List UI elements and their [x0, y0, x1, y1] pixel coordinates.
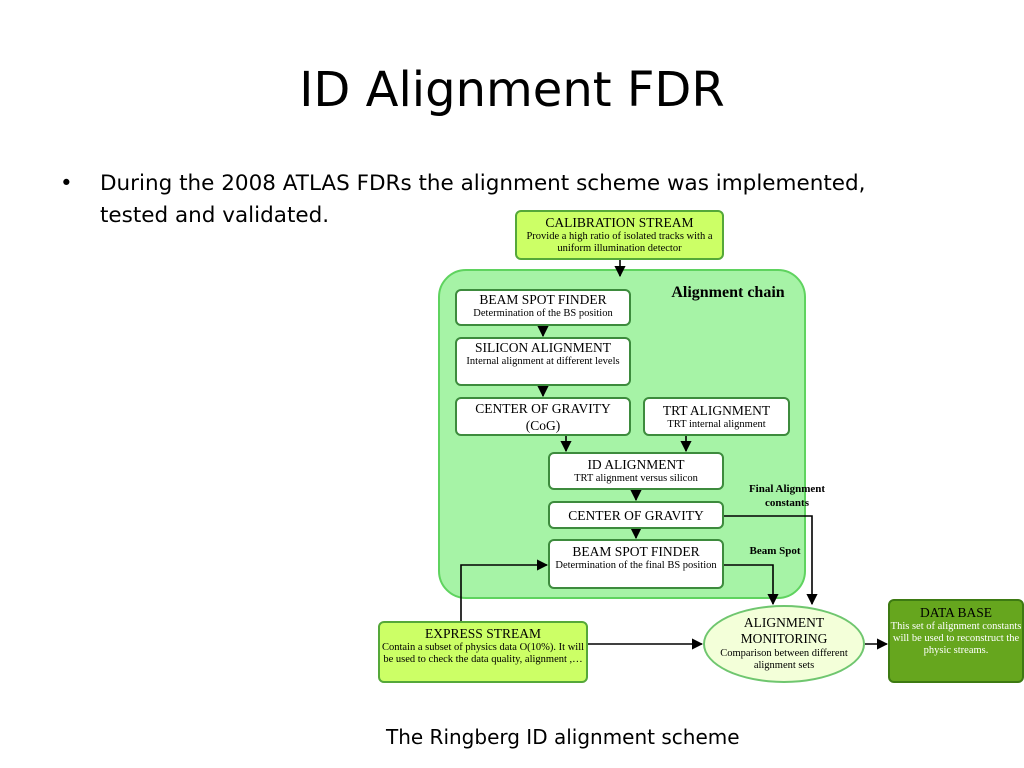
id-alignment-box: ID ALIGNMENT TRT alignment versus silico…	[548, 452, 724, 490]
beam-spot-finder-final-box: BEAM SPOT FINDER Determination of the fi…	[548, 539, 724, 589]
alignment-monitoring-title: ALIGNMENT MONITORING	[740, 615, 828, 646]
alignment-chain-label: Alignment chain	[671, 284, 785, 301]
silicon-alignment-box: SILICON ALIGNMENT Internal alignment at …	[455, 337, 631, 386]
database-box: DATA BASE This set of alignment constant…	[888, 599, 1024, 683]
trt-alignment-box: TRT ALIGNMENT TRT internal alignment	[643, 397, 790, 436]
trt-alignment-title: TRT ALIGNMENT	[662, 403, 771, 418]
calibration-stream-box: CALIBRATION STREAM Provide a high ratio …	[515, 210, 724, 260]
alignment-monitoring-desc: Comparison between different alignment s…	[720, 648, 848, 671]
beam-spot-finder-final-title: BEAM SPOT FINDER	[572, 544, 700, 559]
figure-caption: The Ringberg ID alignment scheme	[386, 725, 740, 749]
beam-spot-finder-final-desc: Determination of the final BS position	[555, 560, 717, 571]
express-stream-box: EXPRESS STREAM Contain a subset of physi…	[378, 621, 588, 683]
beam-spot-finder-title: BEAM SPOT FINDER	[479, 292, 607, 307]
beam-spot-finder-box: BEAM SPOT FINDER Determination of the BS…	[455, 289, 631, 326]
beam-spot-finder-desc: Determination of the BS position	[473, 308, 613, 319]
final-alignment-constants-label: Final Alignment constants	[748, 483, 826, 509]
bullet-marker: •	[60, 171, 73, 196]
express-stream-desc: Contain a subset of physics data O(10%).…	[381, 642, 585, 665]
calibration-stream-title: CALIBRATION STREAM	[545, 215, 694, 230]
silicon-alignment-desc: Internal alignment at different levels	[466, 356, 620, 367]
slide-title: ID Alignment FDR	[299, 62, 725, 118]
database-title: DATA BASE	[919, 605, 993, 620]
beam-spot-label: Beam Spot	[749, 545, 801, 557]
bullet-text: During the 2008 ATLAS FDRs the alignment…	[100, 171, 866, 228]
silicon-alignment-title: SILICON ALIGNMENT	[474, 340, 612, 355]
center-of-gravity-final-box: CENTER OF GRAVITY	[548, 501, 724, 529]
alignment-monitoring-ellipse: ALIGNMENT MONITORING Comparison between …	[703, 605, 865, 683]
center-of-gravity-final-title: CENTER OF GRAVITY	[568, 508, 704, 523]
express-stream-title: EXPRESS STREAM	[425, 626, 541, 641]
calibration-stream-desc: Provide a high ratio of isolated tracks …	[526, 231, 713, 254]
center-of-gravity-abbrev: (CoG)	[525, 418, 561, 433]
center-of-gravity-title: CENTER OF GRAVITY	[475, 401, 611, 416]
trt-alignment-desc: TRT internal alignment	[667, 419, 766, 430]
center-of-gravity-box: CENTER OF GRAVITY (CoG)	[455, 397, 631, 436]
database-desc: This set of alignment constants will be …	[890, 621, 1022, 656]
id-alignment-title: ID ALIGNMENT	[587, 457, 685, 472]
id-alignment-desc: TRT alignment versus silicon	[574, 473, 698, 484]
